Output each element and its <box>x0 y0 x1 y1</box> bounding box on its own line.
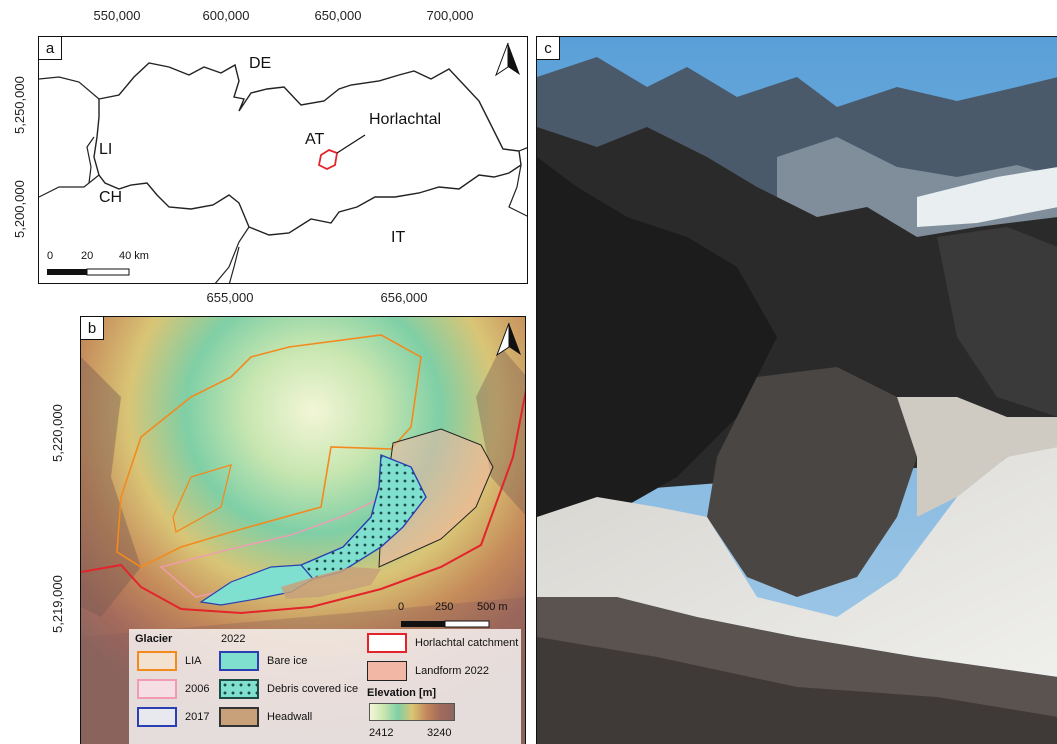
it-border <box>228 246 240 283</box>
scalebar-tick: 0 <box>398 601 405 613</box>
legend-heading-2022: 2022 <box>221 633 246 645</box>
legend-swatch-landform <box>367 661 407 681</box>
detail-map-panel: b <box>80 316 526 744</box>
scalebar-tick: 500 m <box>477 601 508 613</box>
map-legend: Glacier 2022 LIA 2006 2017 Bare ice Debr… <box>129 629 521 744</box>
legend-label-lia: LIA <box>185 655 202 667</box>
panel-label: a <box>39 37 62 60</box>
x-tick: 650,000 <box>314 8 362 23</box>
x-tick: 550,000 <box>93 8 141 23</box>
legend-label-2017: 2017 <box>185 711 210 723</box>
legend-label-headwall: Headwall <box>267 711 313 723</box>
panel-label: b <box>81 317 104 340</box>
country-label-li: LI <box>99 141 113 158</box>
scalebar-tick: 40 km <box>119 250 149 262</box>
headwall <box>281 567 381 599</box>
y-tick: 5,200,000 <box>12 180 27 238</box>
scalebar-tick: 20 <box>81 250 94 262</box>
de-at-border <box>39 76 100 100</box>
elevation-colorbar <box>369 703 455 721</box>
x-tick: 656,000 <box>380 290 428 305</box>
tyrol-boundary <box>93 62 522 236</box>
glacier-photograph <box>537 37 1057 744</box>
legend-label-bare-ice: Bare ice <box>267 655 308 667</box>
legend-swatch-catchment <box>367 633 407 653</box>
scalebar-tick: 0 <box>47 250 54 262</box>
legend-swatch-debris-ice <box>219 679 259 699</box>
country-label-it: IT <box>391 229 406 246</box>
south-loop <box>214 226 250 283</box>
scalebar-tick: 250 <box>435 601 454 613</box>
elevation-min: 2412 <box>369 727 394 739</box>
boundary-lines <box>39 62 527 283</box>
country-label-de: DE <box>249 55 272 72</box>
legend-label-landform: Landform 2022 <box>415 665 489 677</box>
panel-label: c <box>537 37 560 60</box>
legend-label-debris-ice: Debris covered ice <box>267 683 359 695</box>
legend-swatch-2017 <box>137 707 177 727</box>
at-east-south <box>508 164 527 217</box>
legend-swatch-headwall <box>219 707 259 727</box>
legend-swatch-lia <box>137 651 177 671</box>
elevation-max: 3240 <box>427 727 452 739</box>
site-label: Horlachtal <box>369 111 442 128</box>
country-label-ch: CH <box>99 189 123 206</box>
ch-border <box>39 174 100 198</box>
li-border <box>86 136 95 184</box>
north-arrow-icon <box>495 322 521 357</box>
y-tick: 5,220,000 <box>50 404 65 462</box>
legend-label-catchment: Horlachtal catchment <box>415 637 519 649</box>
x-tick: 655,000 <box>206 290 254 305</box>
y-tick: 5,219,000 <box>50 575 65 633</box>
legend-heading-glacier: Glacier <box>135 633 173 645</box>
legend-heading-elevation: Elevation [m] <box>367 687 437 699</box>
x-tick: 700,000 <box>426 8 474 23</box>
catchment-outline <box>81 390 525 615</box>
legend-swatch-2006 <box>137 679 177 699</box>
lia-inner <box>172 464 232 534</box>
legend-label-2006: 2006 <box>185 683 210 695</box>
at-east-border <box>518 147 527 152</box>
horlachtal-outline <box>317 149 339 171</box>
legend-swatch-bare-ice <box>219 651 259 671</box>
x-tick: 600,000 <box>202 8 250 23</box>
country-label-at: AT <box>305 131 325 148</box>
glacier-photo-panel: c <box>536 36 1057 744</box>
y-tick: 5,250,000 <box>12 76 27 134</box>
north-arrow-icon <box>494 42 520 77</box>
overview-map-panel: a DE LI CH AT IT Horlachtal 0 20 40 km <box>38 36 528 284</box>
lia-outline <box>116 334 422 568</box>
